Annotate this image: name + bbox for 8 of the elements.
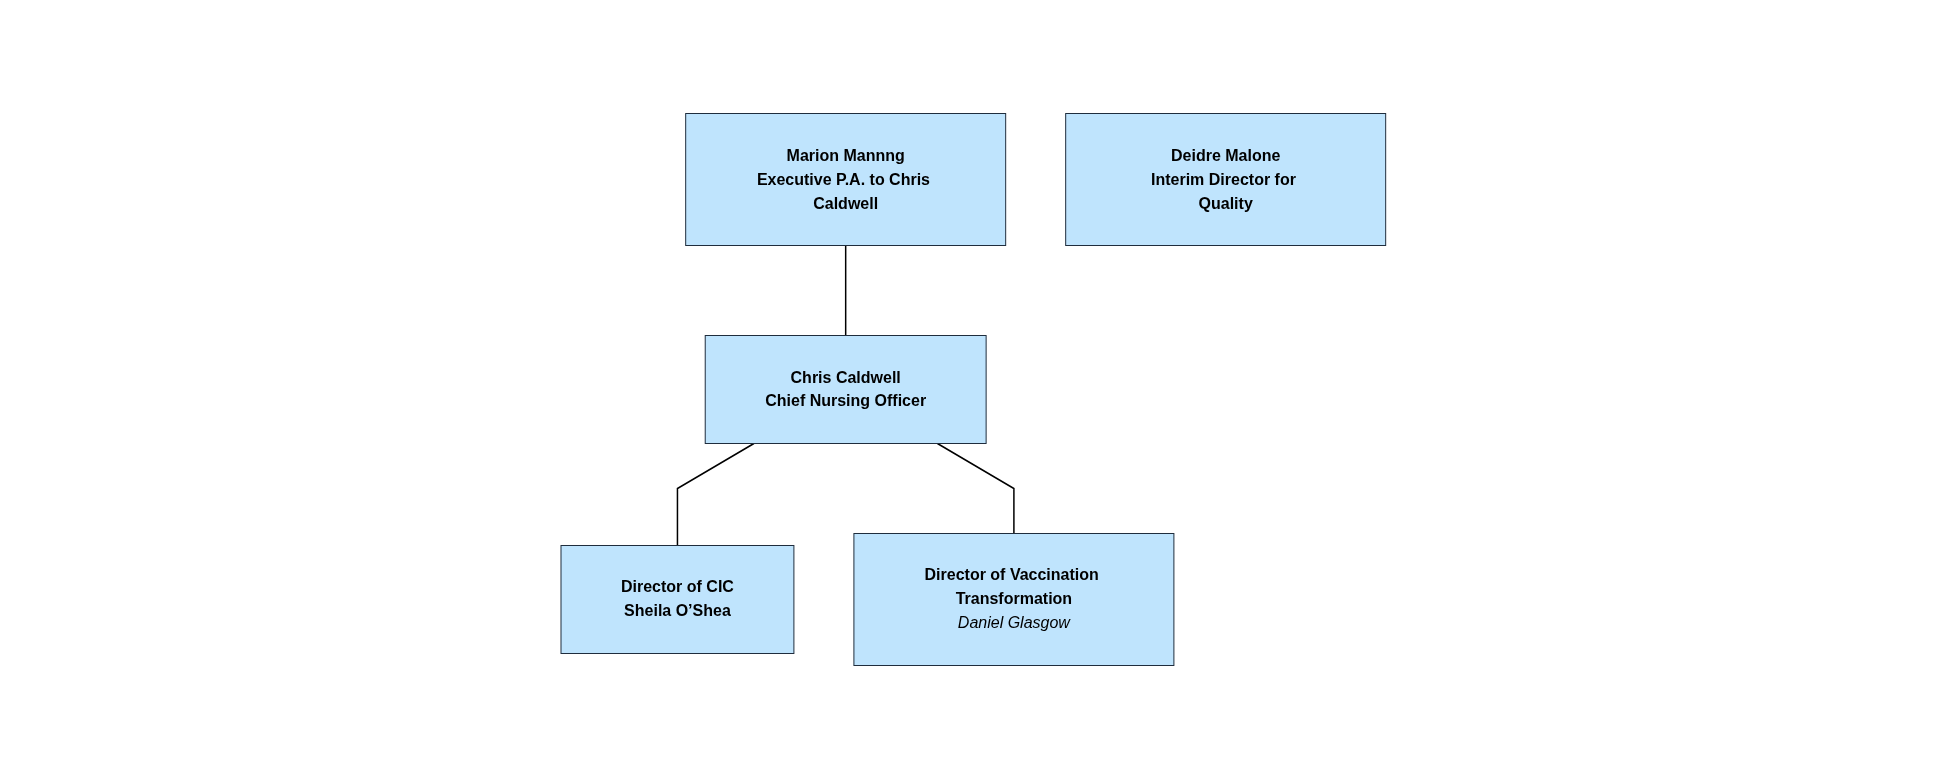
connector — [845, 244, 847, 337]
node-box: Chris Caldwell Chief Nursing Officer — [704, 335, 987, 444]
node-box: Deidre Malone Interim Director for Quality — [1065, 113, 1387, 246]
connector — [676, 442, 755, 547]
connector — [936, 442, 1015, 535]
node-box: Director of CIC Sheila O’Shea — [560, 545, 795, 654]
node-box: Director of Vaccination Transformation Daniel Glasgow — [853, 533, 1175, 666]
node-box: Marion Mannng Executive P.A. to Chris Caldwell — [685, 113, 1007, 246]
